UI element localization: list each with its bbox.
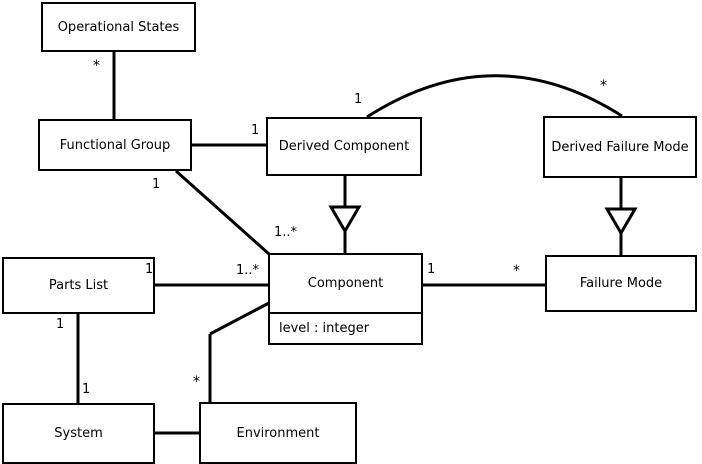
multiplicity-label-functional-group-component-near: 1 bbox=[152, 177, 161, 192]
multiplicity-label-component-failure-mode-right: * bbox=[513, 263, 520, 279]
class-name-parts-list: Parts List bbox=[48, 278, 109, 293]
class-name-derived-component: Derived Component bbox=[278, 139, 410, 154]
class-box-environment[interactable]: Environment bbox=[199, 402, 357, 464]
class-box-derived-failure-mode[interactable]: Derived Failure Mode bbox=[543, 116, 697, 178]
class-name-environment: Environment bbox=[236, 425, 320, 441]
multiplicity-label-functional-group-derived-component: 1 bbox=[251, 123, 260, 138]
multiplicity-label-component-failure-mode-left: 1 bbox=[427, 262, 436, 277]
multiplicity-label-functional-group-component-far: 1..* bbox=[274, 225, 298, 240]
edge-component-environment-diagonal bbox=[209, 301, 270, 336]
multiplicity-label-derived-failure-mode-arc: * bbox=[600, 78, 607, 94]
class-name-failure-mode: Failure Mode bbox=[579, 276, 663, 291]
class-box-system[interactable]: System bbox=[2, 403, 155, 464]
class-name-derived-failure-mode: Derived Failure Mode bbox=[551, 139, 689, 155]
multiplicity-label-operational-states-functional-group: * bbox=[93, 58, 100, 74]
class-box-functional-group[interactable]: Functional Group bbox=[38, 119, 192, 171]
class-box-component[interactable]: Component level : integer bbox=[268, 253, 423, 345]
generalization-triangle-icon-component bbox=[328, 205, 362, 234]
class-name-functional-group: Functional Group bbox=[59, 137, 171, 153]
class-box-operational-states[interactable]: Operational States bbox=[41, 2, 196, 52]
edge-functional-group-component bbox=[175, 169, 270, 256]
generalization-triangle-icon-failure-mode bbox=[604, 207, 638, 236]
class-name-system: System bbox=[54, 426, 103, 441]
multiplicity-label-parts-list-component-far: 1..* bbox=[236, 263, 260, 278]
edge-derived-component-derived-failure-mode bbox=[366, 74, 623, 119]
multiplicity-label-parts-list-component-near: 1 bbox=[145, 262, 154, 277]
multiplicity-label-parts-list-system-top: 1 bbox=[56, 317, 65, 332]
class-name-component: Component bbox=[307, 276, 384, 291]
multiplicity-label-component-environment: * bbox=[193, 374, 200, 390]
class-attribute-component-level: level : integer bbox=[270, 312, 421, 343]
multiplicity-label-derived-component-arc: 1 bbox=[354, 92, 363, 107]
class-box-parts-list[interactable]: Parts List bbox=[2, 257, 155, 314]
multiplicity-label-parts-list-system-bottom: 1 bbox=[82, 382, 91, 397]
class-box-failure-mode[interactable]: Failure Mode bbox=[545, 255, 697, 312]
class-box-derived-component[interactable]: Derived Component bbox=[266, 117, 422, 176]
class-name-operational-states: Operational States bbox=[57, 19, 180, 35]
